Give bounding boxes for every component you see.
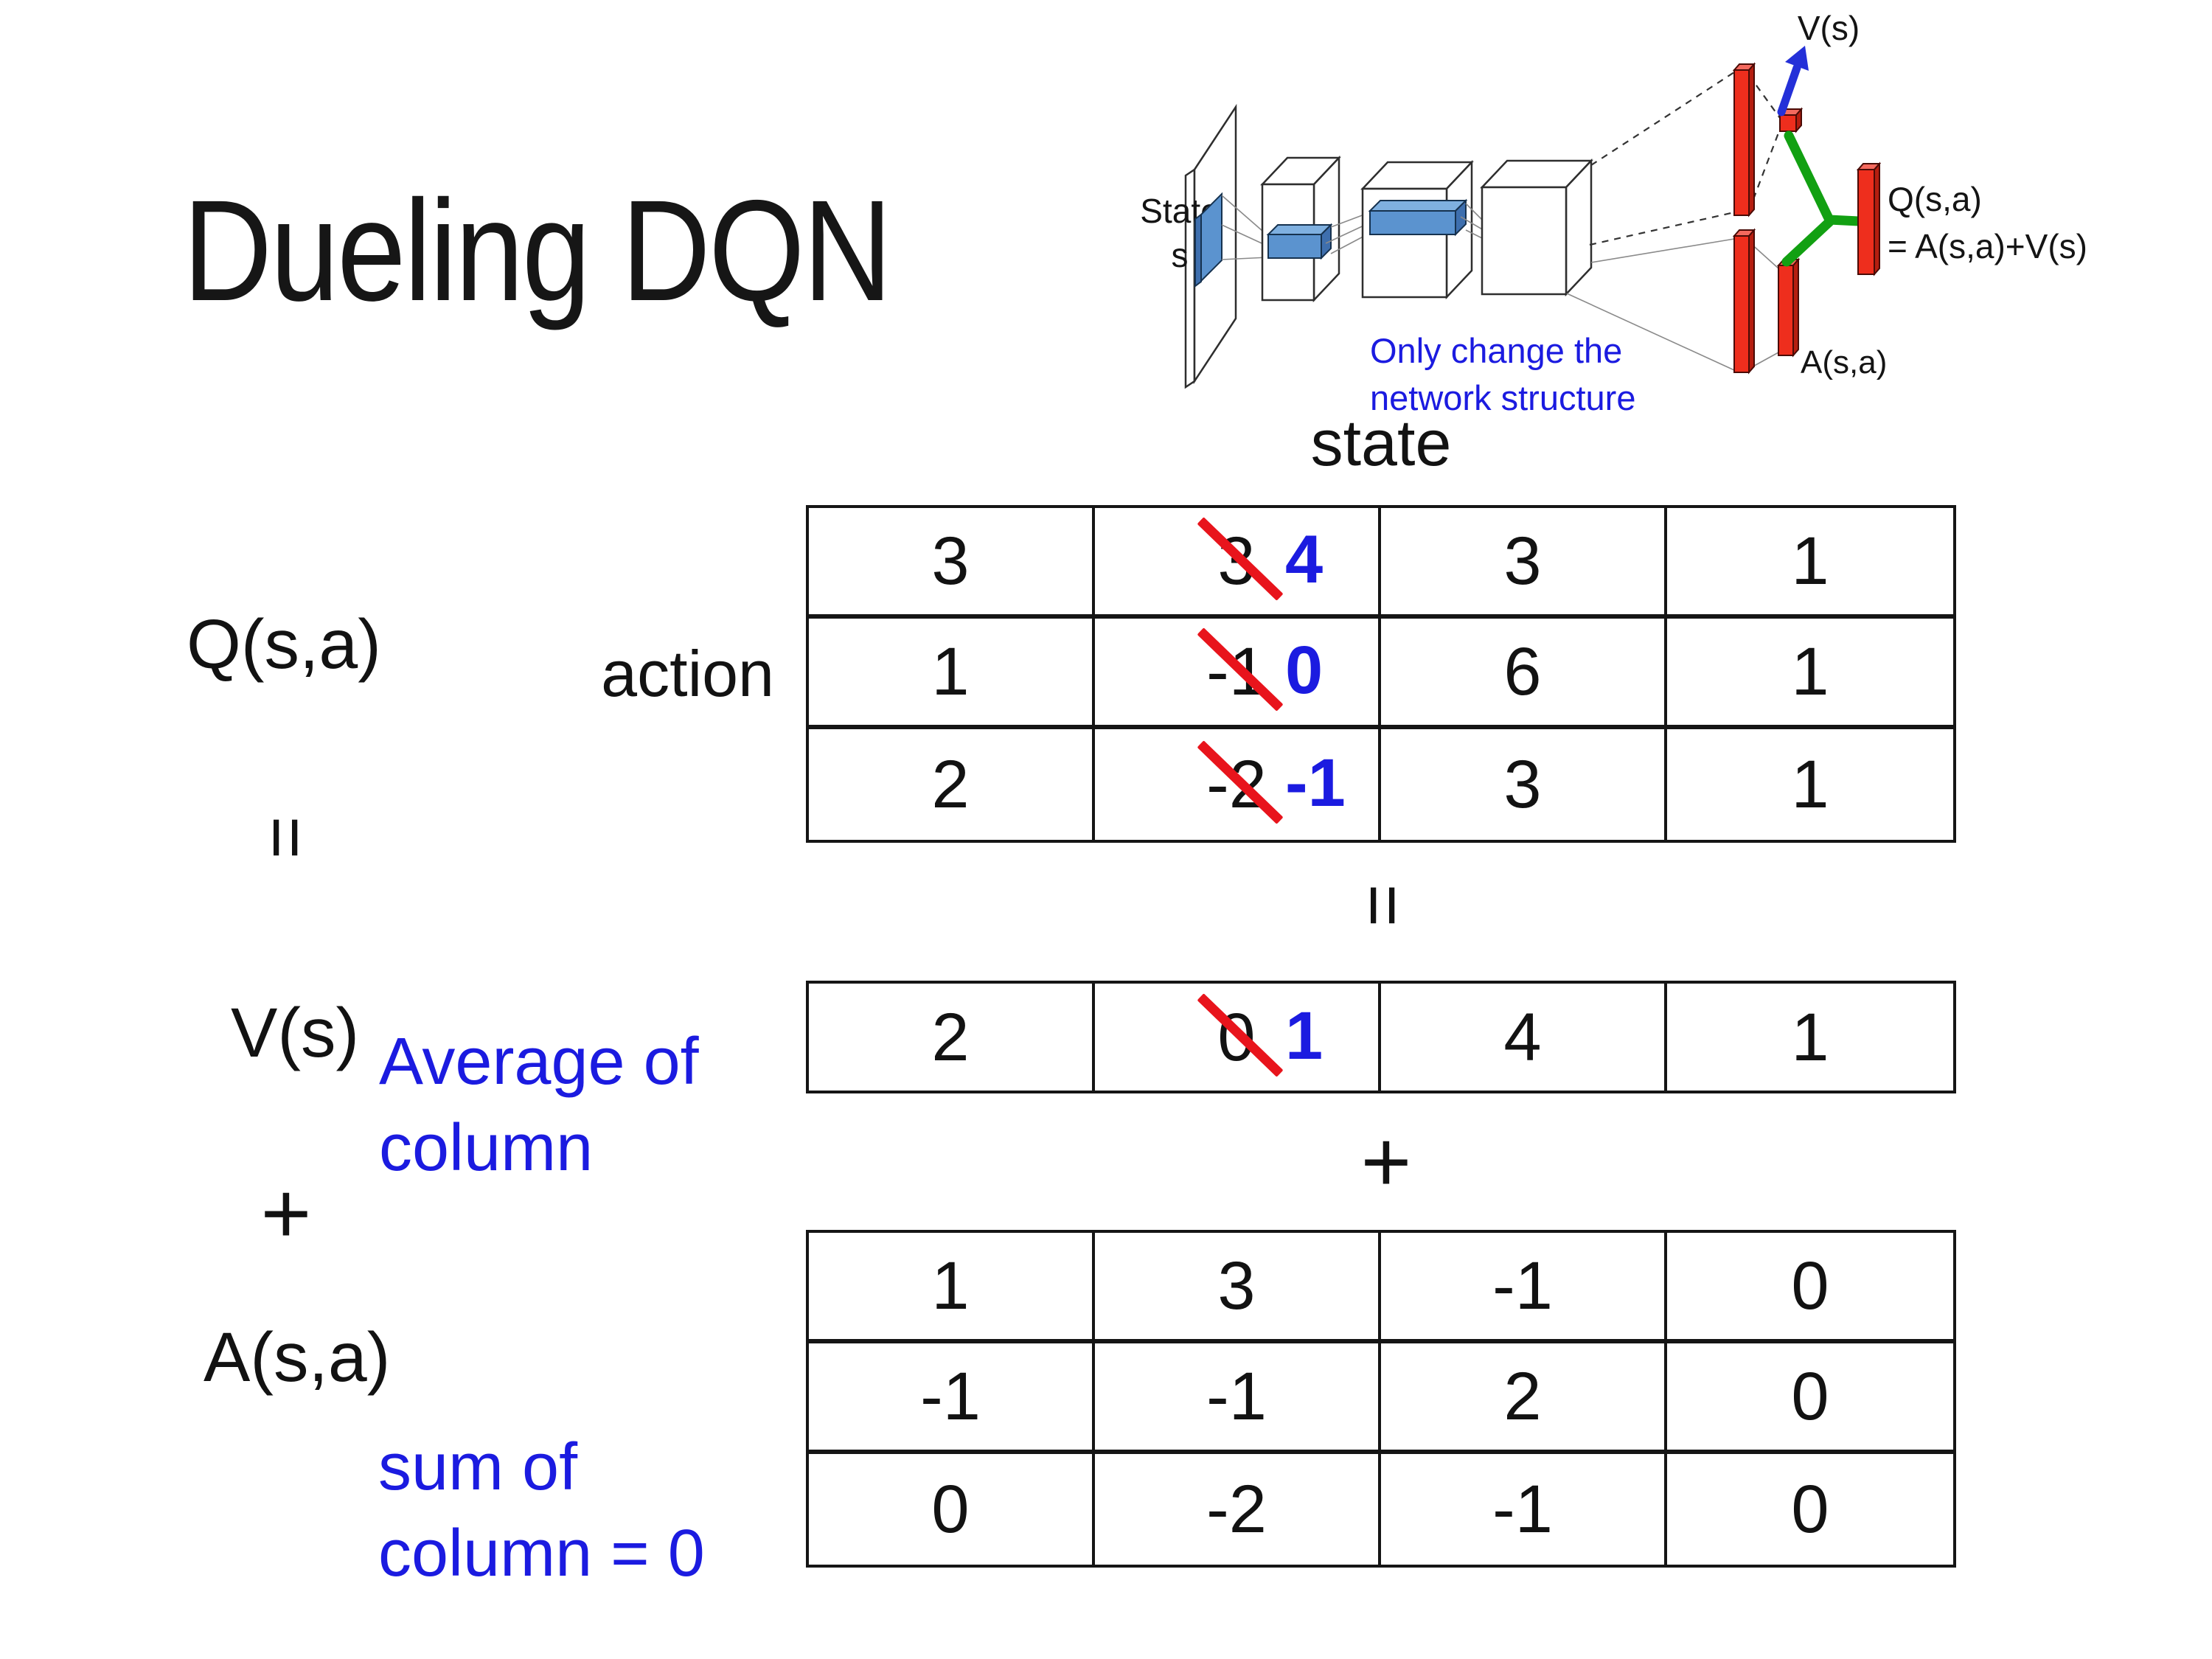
a-cell-r2c3: 0 [1667,1454,1953,1565]
q-cell-r1c0: 1 [809,619,1095,729]
slide-title: Dueling DQN [183,170,892,331]
q-values-table: 3 3 4 3 1 1 -1 0 6 1 2 -2 -1 3 1 [806,505,1956,843]
feature-slab-2 [1368,198,1468,237]
v-cell-c1: 0 1 [1095,984,1381,1091]
new-value: 0 [1285,633,1324,709]
cell-value: 1 [931,1248,970,1324]
v-cell-c2: 4 [1381,984,1667,1091]
cell-value: 2 [931,999,970,1075]
q-cell-r0c2: 3 [1381,508,1667,619]
a-cell-r0c1: 3 [1095,1233,1381,1343]
average-of-column-note: Average of column [379,1019,699,1192]
action-axis-label: action [601,637,774,710]
cell-value: -1 [1492,1248,1553,1324]
new-value: -1 [1285,745,1346,821]
cell-value: 1 [1791,999,1829,1075]
q-cell-r0c3: 1 [1667,508,1953,619]
q-function-label: Q(s,a) [187,605,381,684]
a-cell-r2c1: -2 [1095,1454,1381,1565]
plus-sign-left: + [260,1165,312,1262]
cell-value: 3 [1503,524,1542,599]
state-s-label: s [1172,236,1189,274]
cell-value: 2 [931,747,970,822]
value-fc-bar [1732,62,1756,218]
diagram-v-label: V(s) [1798,9,1860,47]
v-function-label: V(s) [231,994,360,1072]
diagram-q-equation: = A(s,a)+V(s) [1888,227,2087,265]
cell-value: 1 [931,634,970,709]
a-cell-r0c3: 0 [1667,1233,1953,1343]
cell-value: 1 [1791,747,1829,822]
a-cell-r0c0: 1 [809,1233,1095,1343]
a-cell-r1c3: 0 [1667,1343,1953,1454]
diagram-note-line1: Only change the [1370,331,1622,370]
cell-value: 1 [1791,524,1829,599]
q-cell-r0c0: 3 [809,508,1095,619]
q-cell-r1c3: 1 [1667,619,1953,729]
a-cell-r0c2: -1 [1381,1233,1667,1343]
equals-sign-left: = [245,815,327,860]
sum-of-column-note: sum of column = 0 [378,1425,705,1597]
diagram-a-label: A(s,a) [1801,344,1887,380]
q-output-bar [1856,161,1882,276]
a-cell-r1c0: -1 [809,1343,1095,1454]
cell-value: -1 [1206,1359,1267,1434]
diagram-note-line2: network structure [1370,378,1635,417]
cell-value: 3 [1217,1248,1256,1324]
q-cell-r2c3: 1 [1667,729,1953,840]
conv-fan-lines-3 [1460,203,1484,240]
cell-value: 1 [1791,634,1829,709]
a-cell-r1c2: 2 [1381,1343,1667,1454]
advantage-values-table: 1 3 -1 0 -1 -1 2 0 0 -2 -1 0 [806,1230,1956,1568]
q-cell-r1c2: 6 [1381,619,1667,729]
state-axis-label: state [1310,406,1452,479]
q-cell-r2c2: 3 [1381,729,1667,840]
average-note-line2: column [379,1111,594,1185]
cell-value: 6 [1503,634,1542,709]
cell-value: 0 [1791,1359,1829,1434]
q-cell-r2c1: -2 -1 [1095,729,1381,840]
equals-sign-center: = [1342,883,1425,928]
dueling-network-diagram: State s [1140,9,2087,417]
cell-value: 4 [1503,999,1542,1075]
cell-value: -2 [1206,1472,1267,1547]
input-plane-shape [1184,103,1237,389]
v-values-table: 2 0 1 4 1 [806,981,1956,1093]
conv-box-3 [1480,158,1593,297]
a-cell-r2c0: 0 [809,1454,1095,1565]
q-cell-r2c0: 2 [809,729,1095,840]
diagram-q-label: Q(s,a) [1888,180,1982,218]
cell-value: -1 [1492,1472,1553,1547]
new-value: 1 [1285,998,1324,1074]
cell-value: 0 [1791,1472,1829,1547]
sum-note-line2: column = 0 [378,1517,705,1590]
advantage-fc-bar [1732,228,1756,375]
conv-patch-icon [1194,192,1222,288]
cell-value: 3 [1503,747,1542,822]
cell-value: -1 [920,1359,981,1434]
v-cell-c0: 2 [809,984,1095,1091]
cell-value: 0 [1791,1248,1829,1324]
aggregation-branch [1781,131,1864,267]
cell-value: 3 [931,524,970,599]
sum-note-line1: sum of [378,1430,578,1504]
advantage-vector-bar [1776,257,1801,358]
conv-box-1 [1260,155,1341,303]
cell-value: 2 [1503,1359,1542,1434]
conv-fan-lines-1 [1221,195,1269,260]
v-cell-c3: 1 [1667,984,1953,1091]
q-cell-r0c1: 3 4 [1095,508,1381,619]
average-note-line1: Average of [379,1025,699,1099]
value-arrow-icon [1777,46,1809,116]
new-value: 4 [1285,522,1324,598]
plus-sign-center: + [1360,1113,1412,1211]
cell-value: 0 [931,1472,970,1547]
q-cell-r1c1: -1 0 [1095,619,1381,729]
feature-slab-1 [1266,223,1333,260]
a-function-label: A(s,a) [204,1318,391,1397]
a-cell-r2c2: -1 [1381,1454,1667,1565]
a-cell-r1c1: -1 [1095,1343,1381,1454]
value-node [1778,107,1804,133]
